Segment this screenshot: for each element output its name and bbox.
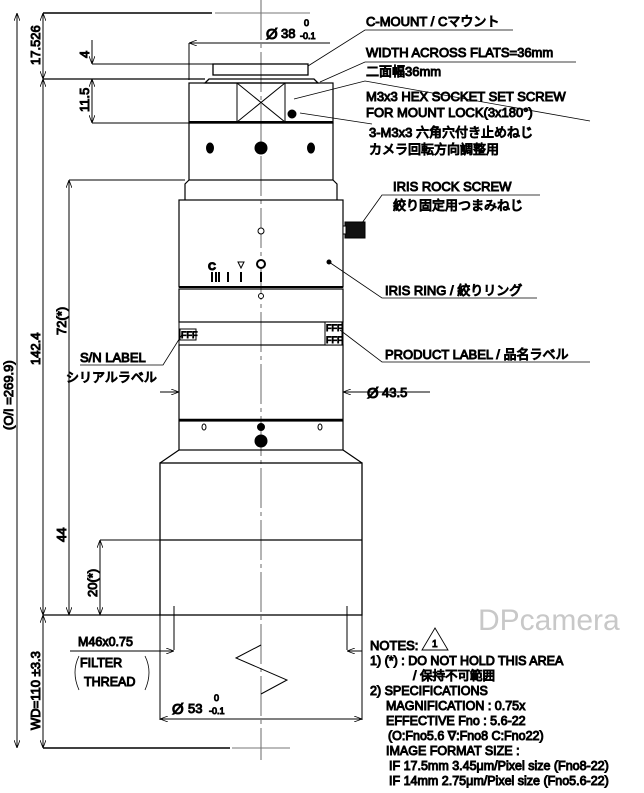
dim-d43: 43.5: [382, 385, 407, 400]
notes: NOTES: 1 1) (*) : DO NOT HOLD THIS AREA …: [370, 627, 609, 789]
note-line-7: IMAGE FORMAT SIZE :: [386, 744, 520, 758]
screws: [201, 109, 366, 448]
callout-iris-lock-en: IRIS ROCK SCREW: [393, 179, 512, 194]
dim-d38-upper: 0: [304, 18, 309, 28]
dim-44: 44: [54, 528, 69, 542]
callout-set-screw-1: M3x3 HEX SOCKET SET SCREW: [366, 89, 566, 104]
dim-d43-symbol: Ø: [367, 385, 379, 402]
callout-sn-label-jp: シリアルラベル: [66, 370, 157, 385]
note-line-6: (O:Fno5.6 ∇:Fno8 C:Fno22): [388, 729, 544, 743]
note-line-4: MAGNIFICATION : 0.75x: [386, 699, 526, 713]
iris-mark-c: C: [208, 261, 216, 273]
watermark: DPcamera: [478, 604, 620, 637]
dim-d38: 38: [281, 26, 295, 41]
notes-rev: 1: [432, 639, 438, 650]
filter-thread-2: THREAD: [84, 675, 135, 689]
callout-set-screw-2: FOR MOUNT LOCK(3x180°): [366, 105, 533, 120]
note-line-5: EFFECTIVE Fno : 5.6-22: [386, 714, 526, 728]
callout-c-mount: C-MOUNT / Cマウント: [366, 14, 499, 29]
dim-72: 72(*): [54, 307, 69, 335]
callout-flats-jp: 二面幅36mm: [366, 64, 441, 79]
dim-4: 4: [77, 51, 92, 58]
dim-wd: WD=110 ±3.3: [28, 651, 43, 730]
callout-sn-label-en: S/N LABEL: [80, 350, 146, 365]
callout-flats-en: WIDTH ACROSS FLATS=36mm: [366, 45, 553, 60]
note-line-3: 2) SPECIFICATIONS: [370, 684, 488, 698]
note-line-8: IF 17.5mm 3.45μm/Pixel size (Fno8-22): [389, 759, 609, 773]
lens-body: [159, 63, 363, 720]
product-label-mark-2: FFF: [326, 335, 343, 345]
dim-d38-lower: -0.1: [300, 31, 316, 41]
dim-oi: (O/I =269.9): [1, 360, 16, 430]
callout-iris-lock-jp: 絞り固定用つまみねじ: [393, 198, 523, 213]
dim-d53: 53: [188, 701, 202, 716]
note-line-9: IF 14mm 2.75μm/Pixel size (Fno5.6-22): [389, 774, 609, 788]
product-label-mark: FFF: [326, 323, 343, 333]
note-line-1: 1) (*) : DO NOT HOLD THIS AREA: [370, 654, 564, 668]
dim-d53-upper: 0: [214, 693, 219, 703]
filter-thread-size: M46x0.75: [78, 635, 133, 649]
callout-set-screw-jp1: 3-M3x3 六角穴付き止めねじ: [369, 125, 533, 140]
filter-thread-1: FILTER: [80, 656, 122, 670]
dim-17-526: 17.526: [28, 25, 43, 65]
dim-20: 20(*): [85, 569, 100, 597]
dim-d53-lower: -0.1: [209, 706, 225, 716]
dim-11-5: 11.5: [77, 88, 92, 112]
sn-label-mark: FFF: [181, 330, 198, 340]
callout-iris-ring: IRIS RING / 絞りリング: [385, 283, 522, 298]
callout-set-screw-jp2: カメラ回転方向調整用: [369, 142, 499, 157]
dim-d38-symbol: Ø: [266, 26, 278, 43]
note-line-2: / 保持不可範囲: [413, 668, 495, 683]
dim-142-4: 142.4: [28, 332, 43, 365]
dim-d53-symbol: Ø: [172, 701, 184, 718]
notes-heading: NOTES:: [370, 638, 418, 653]
callout-product-label: PRODUCT LABEL / 品名ラベル: [385, 347, 568, 362]
